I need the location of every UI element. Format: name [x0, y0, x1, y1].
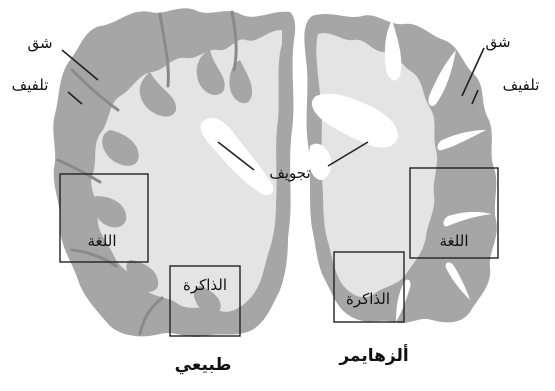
alzheimers-ventricle — [311, 93, 398, 148]
normal-sulci — [56, 10, 238, 336]
normal-memory-box — [169, 265, 241, 337]
normal-brain-hemisphere — [53, 8, 296, 337]
leader-lines — [61, 47, 485, 171]
memory-label-normal: الذاكرة — [183, 276, 227, 294]
normal-white-matter — [91, 30, 282, 312]
alzheimers-memory-box — [333, 251, 405, 323]
sulcus-label-normal: شق — [27, 34, 52, 52]
alzheimers-language-box — [409, 167, 499, 259]
alzheimers-widened-sulci — [384, 20, 492, 322]
alzheimers-brain-hemisphere — [304, 14, 497, 323]
sulcus-label-alzheimers: شق — [485, 33, 510, 51]
alzheimers-caption: ألزهايمر — [338, 344, 408, 366]
memory-label-alzheimers: الذاكرة — [346, 290, 390, 308]
normal-caption: طبيعي — [175, 355, 232, 375]
language-label-alzheimers: اللغة — [440, 232, 469, 250]
normal-language-box — [59, 173, 149, 263]
language-label-normal: اللغة — [88, 232, 117, 250]
gyrus-label-alzheimers: تلفيف — [503, 76, 540, 94]
gyrus-label-normal: تلفيف — [12, 76, 49, 94]
ventricle-label: تجويف — [269, 164, 310, 182]
